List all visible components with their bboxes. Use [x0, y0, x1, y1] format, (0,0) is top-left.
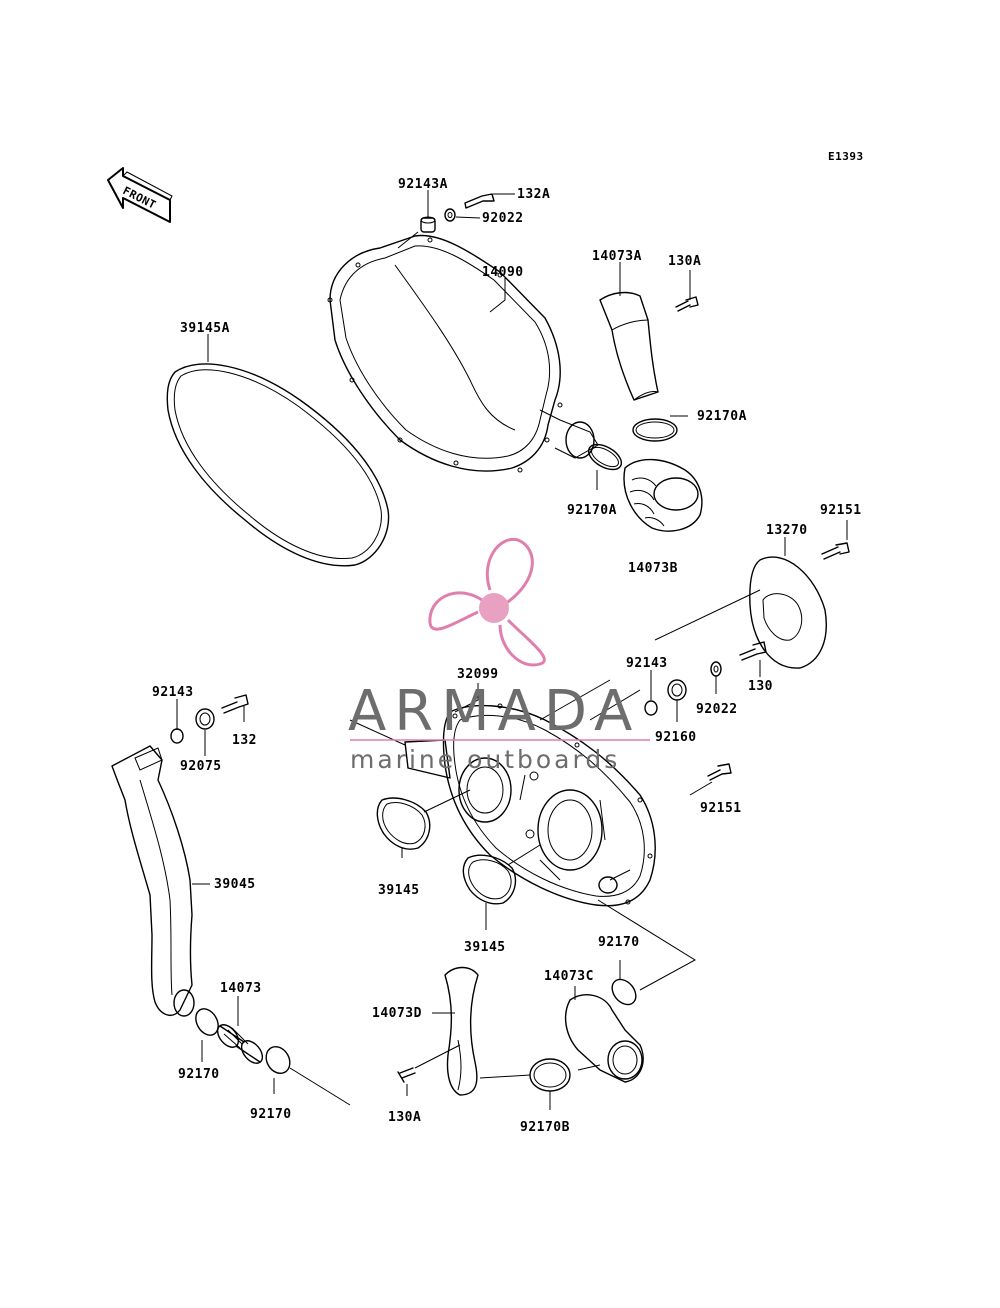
label-39145A: 39145A: [180, 321, 230, 336]
leader-lines: [176, 190, 848, 1110]
label-92170-left2: 92170: [250, 1107, 292, 1122]
label-92143-left: 92143: [152, 685, 194, 700]
duct-14073C: [564, 994, 644, 1083]
clamp-92170-left2: [265, 1045, 291, 1075]
label-92170A-left: 92170A: [567, 503, 617, 518]
clamp-92170B: [529, 1058, 571, 1092]
label-13270: 13270: [766, 523, 808, 538]
duct-14073A: [599, 291, 659, 401]
clamp-92170A-right: [632, 418, 678, 442]
plate-13270: [749, 556, 827, 669]
clamp-92170-left1: [195, 1008, 219, 1036]
coupler-14073: [216, 1024, 264, 1064]
label-92143A: 92143A: [398, 177, 448, 192]
label-14073A: 14073A: [592, 249, 642, 264]
label-92170-right: 92170: [598, 935, 640, 950]
label-39045: 39045: [214, 877, 256, 892]
washer-92022-top: [444, 208, 456, 222]
clamp-92170-right: [611, 978, 637, 1006]
cap-92143-left: [170, 728, 184, 744]
label-92022-mid: 92022: [696, 702, 738, 717]
label-39145-a: 39145: [378, 883, 420, 898]
bolt-92151-top: [821, 542, 850, 560]
grommet-92075: [195, 708, 215, 730]
cap-92143A: [420, 216, 436, 233]
label-92143-mid: 92143: [626, 656, 668, 671]
bolt-132A: [464, 193, 495, 209]
bolt-130: [739, 641, 767, 661]
label-14073C: 14073C: [544, 969, 594, 984]
front-arrow-icon: FRONT: [107, 167, 173, 223]
label-130A-bottom: 130A: [388, 1110, 421, 1125]
label-130: 130: [748, 679, 773, 694]
duct-14073D: [444, 966, 479, 1096]
label-130A-top: 130A: [668, 254, 701, 269]
label-92022-top: 92022: [482, 211, 524, 226]
armada-watermark: ARMADA marine outboards: [348, 537, 650, 774]
label-39145-b: 39145: [464, 940, 506, 955]
bolt-130A-top: [675, 296, 699, 312]
label-92151-mid: 92151: [700, 801, 742, 816]
clamp-92170A-left: [587, 443, 623, 471]
outer-cover-14090: [327, 234, 599, 473]
label-92170-left1: 92170: [178, 1067, 220, 1082]
label-92075: 92075: [180, 759, 222, 774]
cap-92143-mid: [644, 700, 658, 716]
label-92151-top: 92151: [820, 503, 862, 518]
label-132: 132: [232, 733, 257, 748]
label-14073: 14073: [220, 981, 262, 996]
gasket-39145A: [166, 363, 390, 567]
propeller-logo-icon: [428, 537, 546, 667]
figure-code: E1393: [828, 150, 864, 163]
bolt-92151-mid: [707, 763, 732, 781]
grommet-92160: [667, 679, 687, 701]
gasket-39145-a: [376, 797, 431, 850]
label-132A: 132A: [517, 187, 550, 202]
label-92160: 92160: [655, 730, 697, 745]
washer-92022-mid: [710, 661, 722, 677]
label-14090: 14090: [482, 265, 524, 280]
bolt-130A-bottom: [397, 1067, 416, 1083]
label-92170B: 92170B: [520, 1120, 570, 1135]
label-14073D: 14073D: [372, 1006, 422, 1021]
gasket-39145-b: [462, 854, 517, 905]
label-92170A-right: 92170A: [697, 409, 747, 424]
duct-14073B: [623, 458, 703, 532]
inner-cover-32099: [404, 703, 656, 907]
bolt-132: [221, 694, 249, 714]
watermark-brand: ARMADA: [348, 679, 640, 744]
label-32099: 32099: [457, 667, 499, 682]
duct-39045: [111, 745, 195, 1017]
front-label: FRONT: [121, 184, 159, 212]
label-14073B: 14073B: [628, 561, 678, 576]
watermark-tagline: marine outboards: [350, 745, 620, 774]
